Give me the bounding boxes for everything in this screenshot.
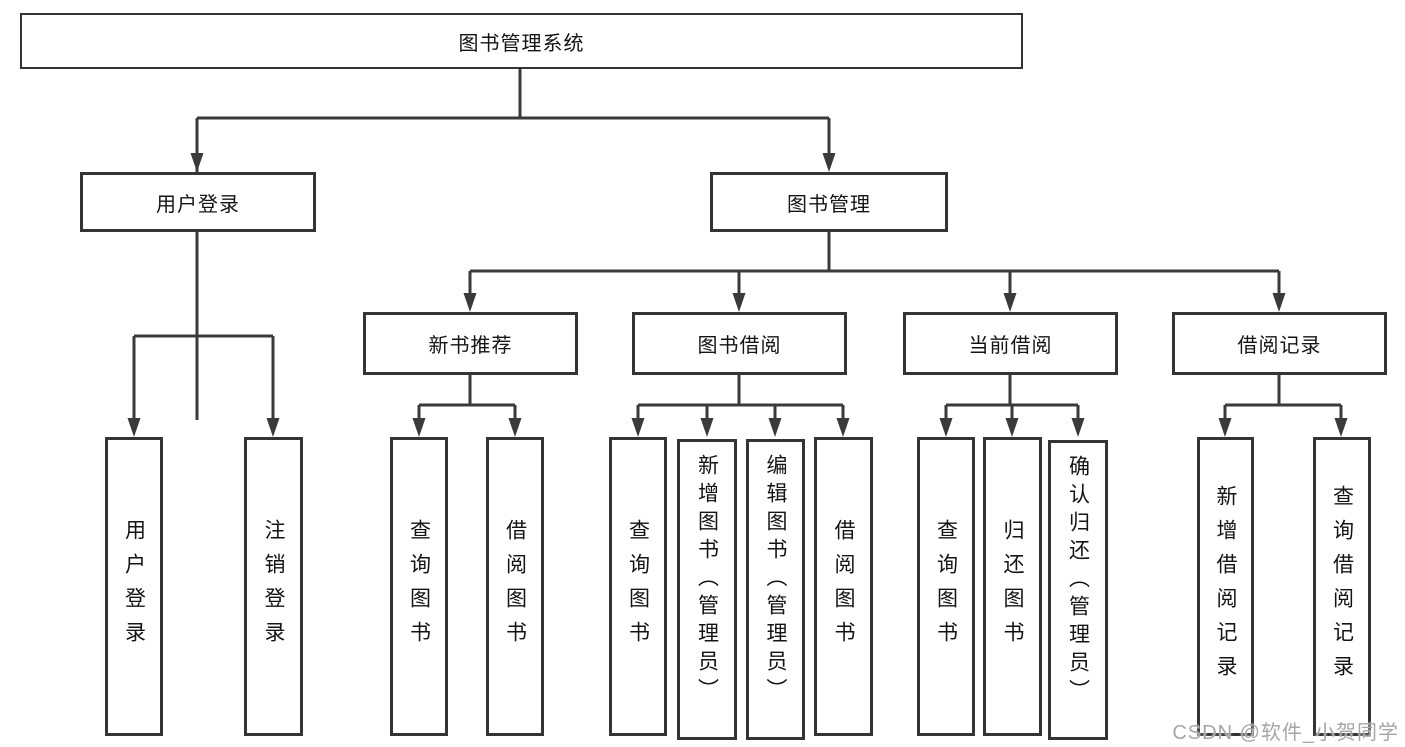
arrowheads [127, 153, 1348, 437]
arrowhead [1272, 293, 1286, 312]
leaf-borrow-query-books: 查询图书 [609, 437, 667, 736]
arrowhead [700, 418, 714, 437]
connector-userlogin-to-leaves [132, 232, 275, 420]
arrowhead [1071, 418, 1085, 437]
leaf-borrow-edit-books-admin: 编辑图书（管理员） [746, 439, 805, 740]
node-user-login: 用户登录 [80, 172, 316, 232]
leaf-logout: 注销登录 [244, 437, 303, 736]
connector-newbook-to-leaves [417, 375, 517, 420]
arrowhead [1334, 418, 1348, 437]
arrowhead [836, 418, 850, 437]
leaf-current-confirm-return-admin: 确认归还（管理员） [1048, 440, 1108, 740]
arrowhead [1005, 418, 1019, 437]
arrowhead [732, 293, 746, 312]
arrowhead [266, 418, 280, 437]
leaf-borrow-borrow-books: 借阅图书 [814, 437, 873, 736]
connector-bookmgmt-to-level3 [468, 232, 1281, 294]
leaf-records-query-record: 查询借阅记录 [1313, 437, 1371, 736]
leaf-current-return-books: 归还图书 [983, 437, 1042, 736]
node-borrow-records: 借阅记录 [1172, 312, 1387, 375]
arrowhead [822, 153, 836, 172]
arrowhead [1218, 418, 1232, 437]
arrowhead [508, 418, 522, 437]
node-book-borrow: 图书借阅 [632, 312, 847, 375]
node-book-management: 图书管理 [710, 172, 948, 232]
node-new-book-recommend: 新书推荐 [363, 312, 578, 375]
arrowhead [412, 418, 426, 437]
node-current-borrow: 当前借阅 [903, 312, 1118, 375]
arrowhead [463, 293, 477, 312]
leaf-newbook-borrow-books: 借阅图书 [486, 437, 544, 736]
connector-bookborrow-to-leaves [636, 375, 845, 420]
node-library-management-system: 图书管理系统 [20, 13, 1023, 69]
connector-currentborrow-to-leaves [944, 375, 1080, 420]
arrowhead [768, 418, 782, 437]
leaf-borrow-add-books-admin: 新增图书（管理员） [677, 439, 737, 740]
csdn-watermark: CSDN @软件_小贺同学 [1172, 722, 1399, 744]
arrowhead [631, 418, 645, 437]
arrowhead [1003, 293, 1017, 312]
arrowhead [127, 418, 141, 437]
arrowhead [190, 153, 204, 172]
leaf-user-login: 用户登录 [105, 437, 163, 736]
arrowhead [939, 418, 953, 437]
leaf-records-add-record: 新增借阅记录 [1197, 437, 1254, 736]
leaf-current-query-books: 查询图书 [917, 437, 975, 736]
connector-records-to-leaves [1223, 375, 1343, 420]
connector-root-to-level2 [195, 69, 831, 420]
leaf-newbook-query-books: 查询图书 [390, 437, 448, 736]
